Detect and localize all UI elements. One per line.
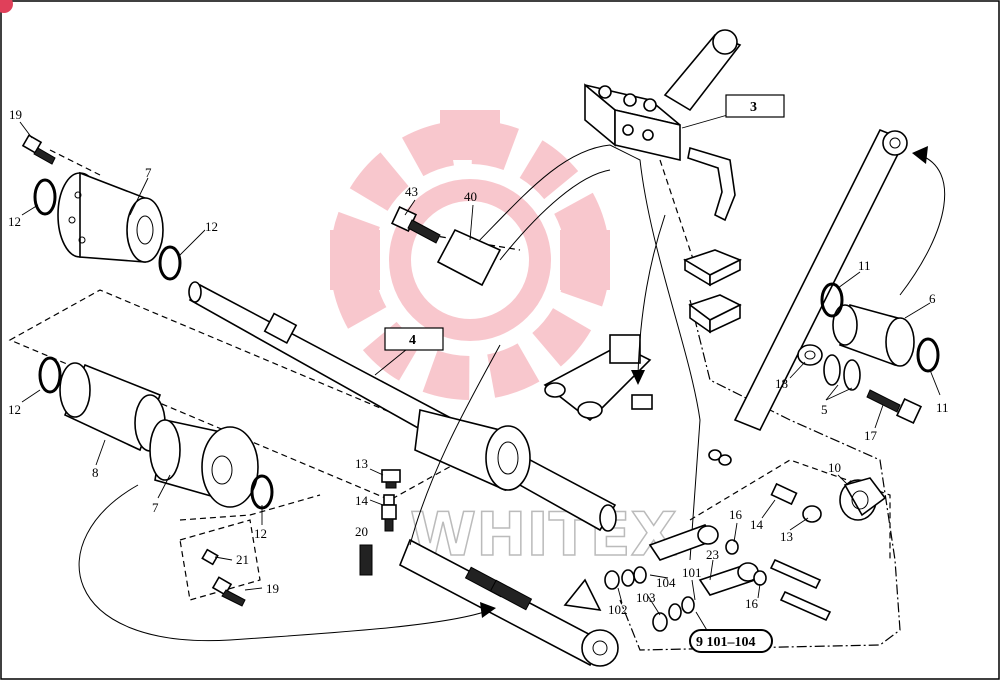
label-23: 23 xyxy=(706,547,719,562)
label-19-top: 19 xyxy=(9,107,22,122)
label-13-right: 13 xyxy=(780,529,793,544)
bushing-6 xyxy=(832,304,915,367)
boxed-label-4: 4 xyxy=(384,327,444,351)
label-5: 5 xyxy=(821,402,828,417)
label-7-bottom: 7 xyxy=(152,500,159,515)
seal-ring-12b xyxy=(158,245,182,281)
elbow-fitting-lower xyxy=(698,562,759,596)
main-frame-outline xyxy=(469,144,701,561)
small-washers-pair xyxy=(708,449,732,466)
screw-43 xyxy=(390,205,441,244)
bolt-19-bottom xyxy=(211,576,246,607)
arrow-left-curve xyxy=(78,484,496,642)
label-20: 20 xyxy=(355,524,368,539)
label-11-top: 11 xyxy=(858,258,871,273)
label-102: 102 xyxy=(608,602,628,617)
lower-dashed-box xyxy=(179,519,261,601)
label-101: 101 xyxy=(682,565,702,580)
washers-5 xyxy=(823,354,861,391)
label-16-lower: 16 xyxy=(745,596,759,611)
boxed-label-3-text: 3 xyxy=(750,100,757,115)
boxed-label-4-text: 4 xyxy=(409,333,416,348)
seal-ring-12c xyxy=(38,356,62,394)
label-13-left: 13 xyxy=(355,456,368,471)
seal-ring-11b xyxy=(916,337,940,373)
right-dashed-box xyxy=(689,459,891,560)
clamp-blocks xyxy=(683,249,742,334)
setscrew-20 xyxy=(359,544,373,576)
washers-102-104 xyxy=(604,539,767,632)
label-12-bottom: 12 xyxy=(254,526,267,541)
guide-line-1 xyxy=(49,149,101,176)
label-12-top-right: 12 xyxy=(205,219,218,234)
bushing-8 xyxy=(59,362,166,452)
boxed-label-3: 3 xyxy=(725,94,785,118)
label-40: 40 xyxy=(464,189,477,204)
watermark-text: WHITEX xyxy=(410,500,677,570)
top-arm-eye xyxy=(712,29,738,55)
label-11-right: 11 xyxy=(936,400,949,415)
label-103: 103 xyxy=(636,590,656,605)
seal-ring-11a xyxy=(820,282,844,318)
label-16-upper: 16 xyxy=(729,507,743,522)
center-bracket xyxy=(543,334,653,422)
plug-13-left xyxy=(381,469,401,489)
part-labels: 19 12 7 12 43 40 12 8 7 12 21 19 13 14 2… xyxy=(8,107,949,617)
valve-block xyxy=(584,83,736,222)
main-shaft xyxy=(188,281,617,532)
boxed-label-9-text: 9 101–104 xyxy=(696,635,756,650)
bolt-19-top xyxy=(21,134,56,165)
label-12-mid-left: 12 xyxy=(8,402,21,417)
label-10: 10 xyxy=(828,460,841,475)
label-6: 6 xyxy=(929,291,936,306)
nipple-14-right xyxy=(770,482,798,506)
bolts-16 xyxy=(769,558,832,622)
arrow-right-curve xyxy=(899,146,946,296)
watermark-logo xyxy=(330,110,610,400)
hub-lower xyxy=(149,419,259,508)
hub-top-left xyxy=(57,171,164,263)
bolt-17 xyxy=(866,389,923,425)
corner-badge xyxy=(0,0,13,13)
label-43: 43 xyxy=(405,184,418,199)
label-19-bottom: 19 xyxy=(266,581,279,596)
plate-40 xyxy=(436,228,502,287)
label-104: 104 xyxy=(656,575,676,590)
left-dashed-guide xyxy=(179,494,321,521)
label-17: 17 xyxy=(864,428,878,443)
right-arm-eye-hole xyxy=(889,137,901,149)
right-dashdot-frame xyxy=(619,299,901,651)
seal-ring-12a xyxy=(33,178,57,216)
seal-ring-12d xyxy=(250,474,274,510)
right-arm-eye xyxy=(882,130,908,156)
bolt-21 xyxy=(201,548,219,566)
arrow-center-down xyxy=(631,214,666,385)
label-18: 18 xyxy=(775,376,788,391)
label-14-left: 14 xyxy=(355,493,369,508)
label-14-right: 14 xyxy=(750,517,764,532)
elbow-fitting-upper xyxy=(648,524,719,561)
label-21: 21 xyxy=(236,552,249,567)
nut-18 xyxy=(797,344,823,366)
hydraulic-cylinder xyxy=(398,344,619,667)
nipple-14-left xyxy=(381,494,397,532)
label-8: 8 xyxy=(92,465,99,480)
label-12-top-left: 12 xyxy=(8,214,21,229)
boxed-label-9: 9 101–104 xyxy=(689,629,773,653)
cap-10 xyxy=(839,477,887,521)
label-7-top: 7 xyxy=(145,165,152,180)
right-arm-link xyxy=(733,128,907,432)
